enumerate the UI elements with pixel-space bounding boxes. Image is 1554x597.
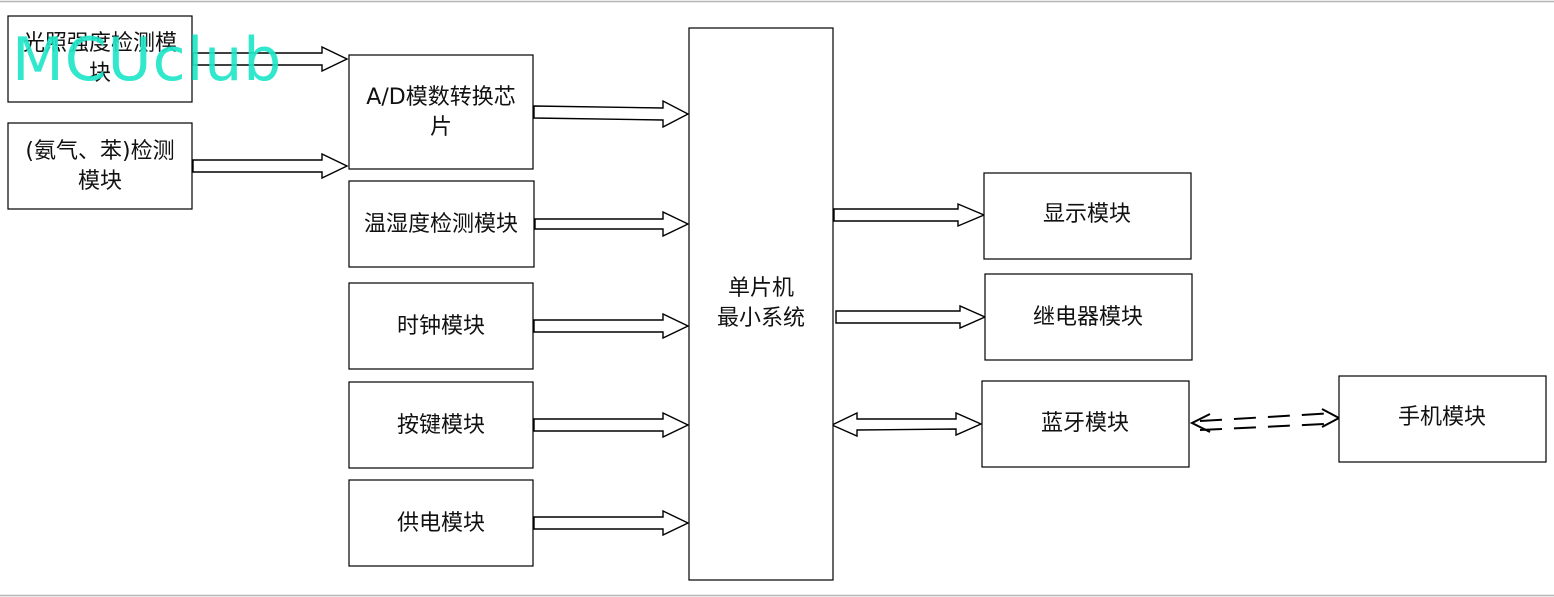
box-display: 显示模块: [983, 172, 1192, 260]
box-bluetooth: 蓝牙模块: [981, 380, 1190, 468]
box-temp-humidity: 温湿度检测模块: [348, 180, 535, 268]
box-light-detection: 光照强度检测模 块: [7, 15, 193, 103]
box-clock-line-1: 时钟模块: [397, 314, 485, 339]
dashed-arrowhead-right: [1321, 408, 1342, 428]
box-display-line-1: 显示模块: [1043, 202, 1131, 227]
box-phone: 手机模块: [1338, 375, 1547, 463]
arrow-adc-to-mcu: [533, 99, 690, 129]
box-adc-chip-line-1: A/D模数转换芯: [366, 85, 515, 110]
box-relay: 继电器模块: [984, 273, 1193, 361]
arrow-mcu-to-display: [833, 202, 986, 228]
box-mcu-line-1: 单片机: [728, 276, 794, 301]
box-adc-chip: A/D模数转换芯 片: [348, 54, 534, 170]
arrow-temp-to-mcu: [534, 210, 690, 238]
box-gas-detection-line-2: 模块: [78, 169, 122, 194]
dashed-link-upper: [1199, 412, 1336, 422]
box-mcu-minimum-system: 单片机 最小系统: [688, 27, 834, 581]
box-clock: 时钟模块: [348, 282, 534, 370]
box-light-detection-line-1: 光照强度检测模: [23, 31, 177, 56]
dashed-link-lower: [1199, 423, 1326, 431]
arrow-power-to-mcu: [533, 509, 690, 537]
arrow-gas-to-adc: [192, 152, 349, 180]
box-phone-line-1: 手机模块: [1398, 405, 1486, 430]
box-relay-line-1: 继电器模块: [1033, 305, 1143, 330]
watermark-logo: MCUclub: [12, 25, 282, 95]
box-keys-line-1: 按键模块: [397, 413, 485, 438]
box-adc-chip-line-2: 片: [430, 115, 452, 140]
box-bluetooth-line-1: 蓝牙模块: [1041, 411, 1129, 436]
arrow-keys-to-mcu: [533, 411, 690, 439]
box-keys: 按键模块: [348, 381, 534, 469]
box-temp-humidity-line-1: 温湿度检测模块: [364, 212, 518, 237]
arrow-clock-to-mcu: [533, 312, 690, 340]
box-light-detection-line-2: 块: [89, 61, 111, 86]
box-gas-detection-line-1: (氨气、苯)检测: [25, 139, 174, 164]
box-mcu-line-2: 最小系统: [717, 306, 805, 331]
arrow-mcu-to-relay: [835, 304, 987, 330]
box-power: 供电模块: [348, 479, 534, 567]
box-power-line-1: 供电模块: [397, 511, 485, 536]
arrow-light-to-adc: [192, 45, 349, 73]
box-gas-detection: (氨气、苯)检测 模块: [7, 122, 193, 210]
arrow-mcu-bluetooth-bidirectional: [830, 411, 983, 438]
